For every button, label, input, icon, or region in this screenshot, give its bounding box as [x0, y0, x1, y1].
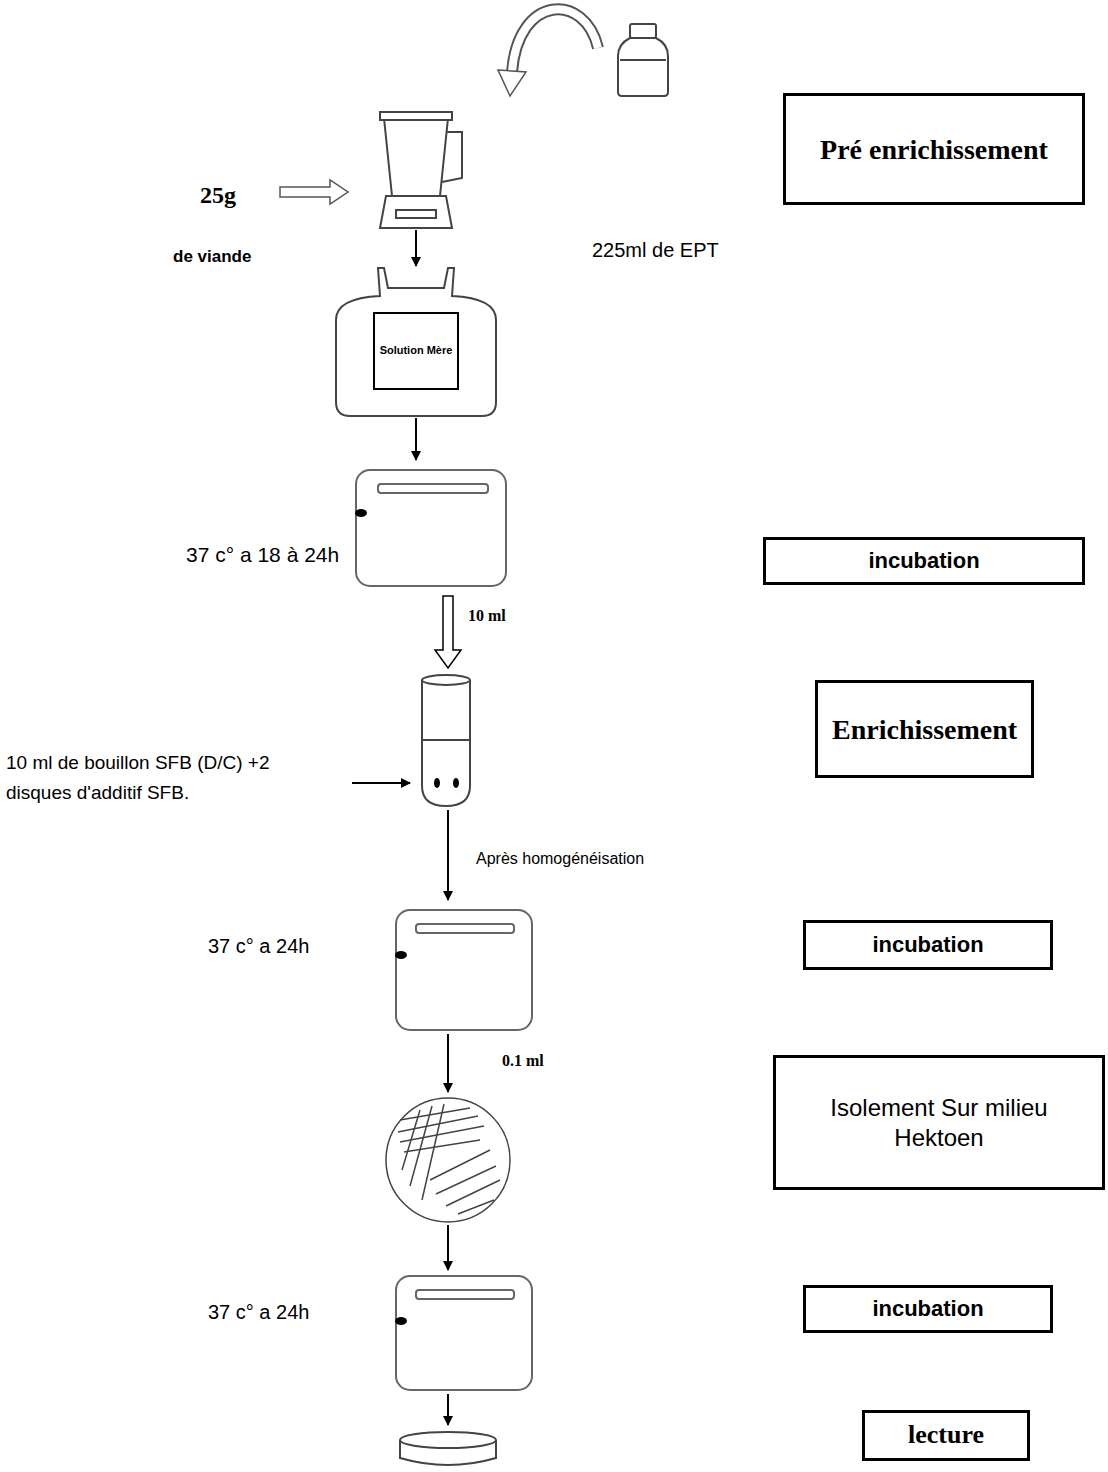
- box-text: Isolement Sur milieu Hektoen: [829, 1093, 1049, 1153]
- box-text: Enrichissement: [832, 712, 1017, 747]
- box-text: Pré enrichissement: [820, 132, 1048, 167]
- box-text: lecture: [908, 1419, 984, 1452]
- box-text: incubation: [872, 1295, 983, 1323]
- step-box: incubation: [763, 537, 1085, 585]
- step-note: Après homogénéisation: [476, 846, 644, 872]
- reagent-label: 225ml de EPT: [592, 234, 719, 266]
- box-text: incubation: [872, 931, 983, 959]
- bottle-illustration: [618, 24, 668, 96]
- plate-illustration: [386, 1098, 510, 1222]
- flask-label-box: Solution Mère: [373, 312, 459, 390]
- step-box: incubation: [803, 920, 1053, 970]
- blender-illustration: [380, 112, 462, 228]
- step-box: lecture: [862, 1410, 1030, 1461]
- volume-label: 0.1 ml: [502, 1048, 544, 1074]
- petri-dish: [400, 1432, 496, 1465]
- stage-box: Pré enrichissement: [783, 93, 1085, 205]
- flask-illustration: [336, 268, 496, 416]
- condition-label: 37 c° a 18 à 24h: [186, 538, 339, 572]
- incubator-dot: [355, 509, 407, 1325]
- hollow-arrow: [435, 596, 461, 668]
- sample-label: de viande: [173, 243, 251, 270]
- condition-label: 37 c° a 24h: [208, 1296, 309, 1328]
- box-text: Solution Mère: [380, 344, 453, 358]
- stage-box: Isolement Sur milieu Hektoen: [773, 1055, 1105, 1190]
- incubator-illustration: [356, 470, 532, 1390]
- step-box: incubation: [803, 1285, 1053, 1333]
- condition-label: 37 c° a 24h: [208, 930, 309, 962]
- hollow-arrow: [280, 180, 348, 204]
- quantity-label: 25g: [200, 176, 236, 214]
- volume-label: 10 ml: [468, 603, 506, 629]
- curved-arrow: [498, 9, 598, 96]
- stage-box: Enrichissement: [815, 680, 1034, 778]
- medium-label: 10 ml de bouillon SFB (D/C) +2 disques d…: [6, 748, 296, 809]
- box-text: incubation: [868, 547, 979, 575]
- tube-illustration: [422, 675, 470, 806]
